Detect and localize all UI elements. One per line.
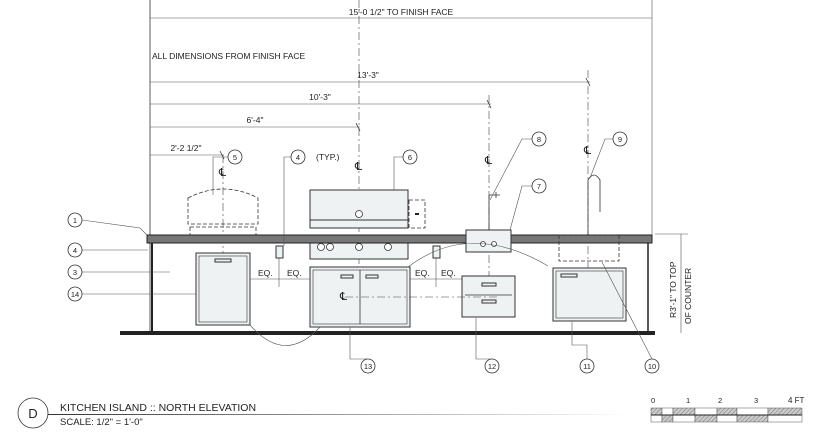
bar-faucet (488, 192, 500, 230)
scale-tick: 1 (686, 396, 690, 405)
dimension-d2: 10'-3" (150, 92, 492, 109)
centerline-symbol: ℄ (218, 167, 226, 179)
height-dimension-line1: R3'-1" TO TOP (668, 261, 678, 318)
eq-label: EQ. (258, 268, 273, 278)
eq-label: EQ. (287, 268, 302, 278)
door-swing-arc (407, 243, 549, 268)
height-dimension-line2: OF COUNTER (683, 268, 693, 324)
dimension-note: ALL DIMENSIONS FROM FINISH FACE (152, 51, 306, 61)
scale-tick: 4 FT (788, 396, 805, 405)
svg-text:11: 11 (583, 362, 591, 371)
svg-text:6: 6 (408, 153, 412, 162)
callouts: 1 4 3 14 5 4 6 8 7 9 10 11 12 13 (67, 131, 660, 374)
callout-14: 14 (67, 286, 83, 302)
door-swing-arc (249, 324, 321, 346)
svg-text:8: 8 (537, 135, 541, 144)
dimension-d3-text: 6'-4" (247, 115, 264, 125)
svg-text:4: 4 (73, 246, 77, 255)
callout-13: 13 (360, 358, 376, 374)
callout-9: 9 (612, 131, 628, 147)
scale-tick: 3 (754, 396, 758, 405)
callout-4b: 4 (290, 149, 306, 165)
callout-4: 4 (67, 242, 83, 258)
svg-text:12: 12 (488, 362, 496, 371)
kitchen-faucet (587, 174, 601, 235)
svg-text:5: 5 (233, 153, 237, 162)
svg-text:4: 4 (296, 153, 300, 162)
svg-text:10: 10 (648, 362, 656, 371)
svg-text:9: 9 (618, 135, 622, 144)
dimension-overall: 15'-0 1/2" TO FINISH FACE (150, 7, 652, 19)
eq-label: EQ. (415, 268, 430, 278)
dimension-d1: 13'-3" (150, 70, 591, 87)
callout-12: 12 (484, 358, 500, 374)
svg-text:14: 14 (71, 290, 79, 299)
callout-8: 8 (531, 131, 547, 147)
callout-5: 5 (227, 149, 243, 165)
centerline-symbol: ℄ (339, 291, 347, 303)
svg-text:3: 3 (73, 268, 77, 277)
outlet (432, 245, 441, 259)
drawing-tag: D (28, 406, 37, 421)
callout-1: 1 (67, 212, 83, 228)
svg-text:1: 1 (73, 216, 77, 225)
dimension-d3: 6'-4" (150, 115, 361, 132)
access-door-left (195, 252, 251, 326)
drawing-title: KITCHEN ISLAND :: NORTH ELEVATION (60, 402, 256, 414)
grill (309, 189, 426, 260)
drawers (461, 275, 516, 318)
eq-label: EQ. (441, 268, 456, 278)
typ-note: (TYP.) (316, 152, 340, 162)
svg-text:7: 7 (537, 182, 541, 191)
centerline-symbol: ℄ (484, 155, 492, 167)
dimension-d4: 2'-2 1/2" (150, 143, 225, 160)
pizza-oven (187, 188, 259, 236)
centerline-symbol: ℄ (354, 161, 362, 173)
callout-3: 3 (67, 264, 83, 280)
callout-7: 7 (531, 178, 547, 194)
callout-11: 11 (579, 358, 595, 374)
drawing-scale: SCALE: 1/2" = 1'-0" (60, 417, 143, 428)
callout-10: 10 (644, 358, 660, 374)
bar-sink (465, 229, 512, 253)
svg-text:13: 13 (364, 362, 372, 371)
sink-basin (558, 234, 620, 262)
dimension-overall-text: 15'-0 1/2" TO FINISH FACE (349, 7, 454, 17)
dimension-d2-text: 10'-3" (309, 92, 331, 102)
scale-tick: 0 (651, 396, 655, 405)
access-door-right (552, 267, 627, 322)
callout-6: 6 (402, 149, 418, 165)
title-block: D KITCHEN ISLAND :: NORTH ELEVATION SCAL… (17, 397, 628, 429)
countertop (146, 234, 653, 244)
outlet (275, 245, 284, 259)
dimension-d4-text: 2'-2 1/2" (170, 143, 201, 153)
scale-bar: 0 1 2 3 4 FT (650, 396, 805, 423)
centerline-symbol: ℄ (583, 145, 591, 157)
dimension-d1-text: 13'-3" (357, 70, 379, 80)
scale-tick: 2 (718, 396, 722, 405)
